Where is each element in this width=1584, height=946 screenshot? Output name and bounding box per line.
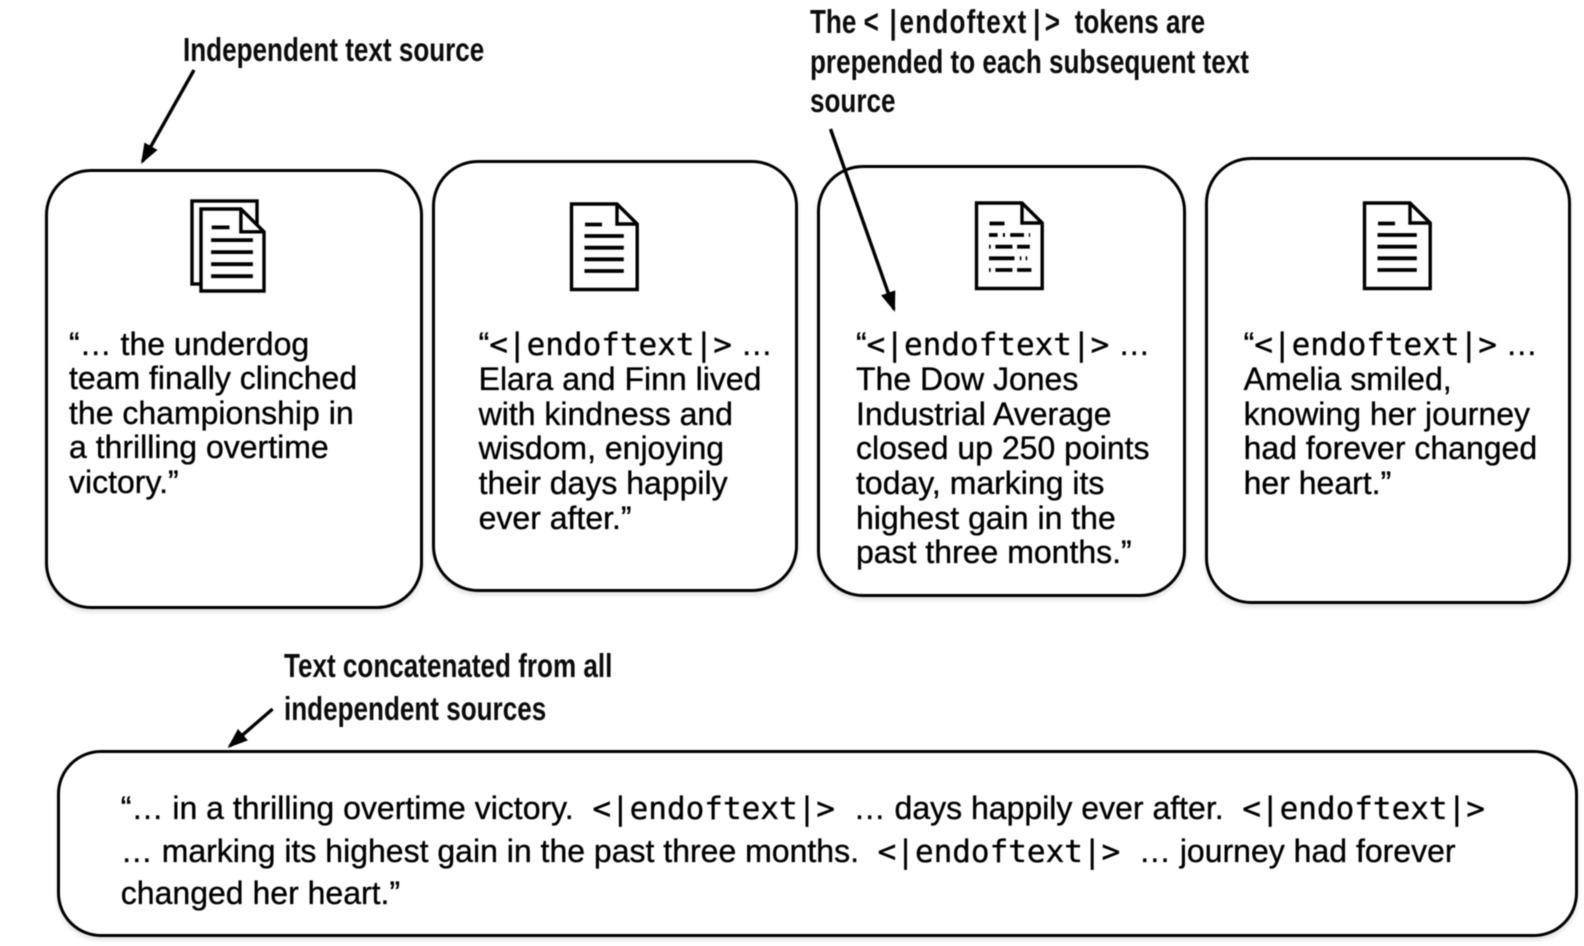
concatenated-quote: “… in a thrilling overtime victory. <|en… (121, 788, 1485, 915)
annotation-independent-source: Independent text source (183, 30, 484, 70)
concatenated-text-box (56, 749, 1578, 937)
quote-text: today, marking its (856, 464, 1105, 501)
quote-text: with kindness and (478, 395, 733, 432)
quote-line: a thrilling overtime (69, 430, 357, 465)
quote-text: changed her heart.” (120, 875, 401, 912)
quote-line: Amelia smiled, (1243, 361, 1538, 398)
quote-text: wisdom, enjoying (478, 430, 725, 467)
quote-line: with kindness and (478, 395, 773, 432)
quote-text: Amelia smiled, (1243, 361, 1452, 398)
annotation-line: The <|endoftext|> tokens are (810, 2, 1249, 42)
document-icon (1362, 201, 1432, 291)
quote-text: had forever changed (1243, 430, 1538, 467)
quote-text: team finally clinched (69, 360, 358, 397)
quote-text: a thrilling overtime (69, 429, 329, 466)
document-icon (569, 202, 639, 292)
quote-text: “ (1243, 325, 1255, 362)
annotation-line: prepended to each subsequent text (810, 42, 1249, 82)
quote-line: their days happily (478, 464, 773, 501)
quote-text: past three months.” (856, 534, 1132, 571)
documents-icon (190, 199, 266, 293)
quote-line: past three months.” (856, 535, 1150, 570)
quote-line: her heart.” (1243, 464, 1538, 501)
quote-text: victory.” (69, 463, 179, 500)
quote-line: … marking its highest gain in the past t… (121, 831, 1485, 874)
endoftext-token: <|endoftext|> (863, 3, 1061, 41)
document-dashed-icon (974, 201, 1044, 291)
quote-line: wisdom, enjoying (478, 430, 773, 467)
annotation-text: The (809, 3, 864, 41)
endoftext-token: <|endoftext|> (866, 326, 1110, 363)
quote-text: … (731, 325, 773, 362)
quote-text: the championship in (69, 394, 354, 431)
quote-text: … (1109, 325, 1151, 362)
quote-line: highest gain in the (856, 499, 1150, 536)
annotation-text: Text concatenated from all (283, 646, 612, 684)
annotation-concatenated: Text concatenated from all independent so… (284, 645, 612, 730)
annotation-text: source (809, 82, 895, 120)
quote-line: today, marking its (856, 464, 1150, 501)
endoftext-token: <|endoftext|> (1254, 326, 1497, 363)
quote-text: their days happily (478, 464, 728, 501)
annotation-line: Independent text source (183, 30, 484, 70)
quote-line: had forever changed (1243, 430, 1538, 467)
quote-text: … journey had forever (1138, 832, 1456, 869)
annotation-text: independent sources (283, 689, 546, 727)
quote-line: “<|endoftext|> … (1243, 325, 1538, 363)
quote-text: ever after.” (478, 499, 632, 536)
annotation-text: tokens are (1066, 3, 1205, 41)
quote-line: team finally clinched (69, 361, 357, 396)
quote-line: knowing her journey (1243, 395, 1538, 432)
quote-line: “<|endoftext|> … (856, 325, 1151, 363)
endoftext-token: <|endoftext|> (858, 833, 1139, 870)
quote-line: The Dow Jones (856, 362, 1150, 397)
endoftext-token: <|endoftext|> (489, 326, 732, 363)
quote-line: “… in a thrilling overtime victory. <|en… (121, 788, 1485, 831)
arrow-concatenated (227, 707, 274, 748)
quote-text: “… the underdog (69, 325, 310, 362)
quote-line: closed up 250 points (856, 431, 1150, 466)
quote-line: Elara and Finn lived (478, 361, 773, 398)
annotation-line: source (810, 81, 1249, 121)
quote-text: “ (478, 325, 490, 362)
quote-line: “<|endoftext|> … (478, 325, 773, 363)
annotation-text: Independent text source (183, 30, 485, 68)
quote-text: … days happily ever after. (853, 789, 1224, 826)
quote-line: ever after.” (478, 499, 773, 536)
annotation-line: Text concatenated from all (284, 645, 612, 688)
quote-text: … marking its highest gain in the past t… (120, 832, 860, 869)
quote-line: Industrial Average (856, 395, 1150, 432)
source-quote-4: “<|endoftext|> …Amelia smiled,knowing he… (1243, 325, 1538, 501)
arrow-independent-source (140, 69, 196, 164)
quote-line: changed her heart.” (121, 873, 1485, 915)
endoftext-token: <|endoftext|> (1223, 790, 1485, 827)
quote-text: her heart.” (1243, 464, 1392, 501)
quote-line: “… the underdog (69, 325, 357, 362)
endoftext-token: <|endoftext|> (573, 790, 854, 827)
text-source-box-4 (1204, 156, 1571, 604)
quote-line: victory.” (69, 463, 357, 500)
quote-text: The Dow Jones (856, 361, 1079, 398)
quote-text: knowing her journey (1243, 395, 1530, 432)
annotation-text: prepended to each subsequent text (809, 42, 1249, 80)
quote-line: the championship in (69, 394, 357, 431)
quote-text: “… in a thrilling overtime victory. (120, 789, 574, 826)
quote-text: “ (856, 325, 867, 362)
quote-text: Elara and Finn lived (478, 361, 762, 398)
annotation-line: independent sources (284, 688, 612, 731)
quote-text: … (1496, 325, 1538, 362)
quote-text: Industrial Average (856, 395, 1112, 432)
quote-text: highest gain in the (856, 499, 1116, 536)
quote-text: closed up 250 points (856, 430, 1150, 467)
